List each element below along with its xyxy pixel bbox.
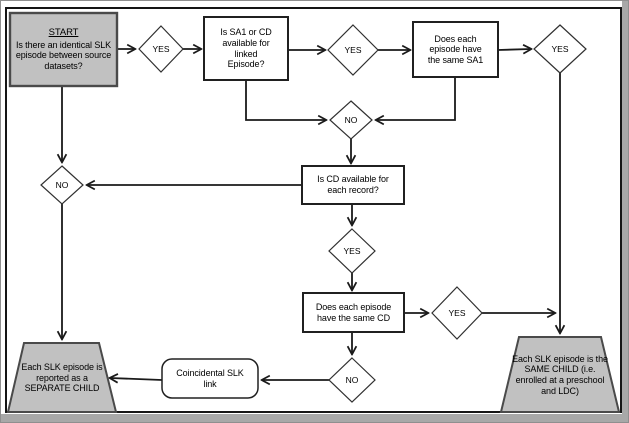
start-node-shape [8, 11, 119, 88]
no-mid-label: NO [344, 115, 358, 125]
yes5-label: YES [448, 308, 466, 318]
same-cd-text: Does each episode have the same CD [315, 301, 392, 323]
same-child-trapezoid [499, 336, 621, 413]
yes2-label: YES [344, 45, 362, 55]
coincidental-link-text: Coincidental SLK link [176, 367, 244, 389]
yes5-diamond [431, 286, 483, 340]
yes1-label: YES [152, 44, 170, 54]
cd-available-text: Is CD available for each record? [317, 174, 389, 195]
yes4-diamond [328, 228, 376, 274]
border-shadow-bottom [1, 414, 628, 422]
no-mid-diamond [329, 100, 373, 140]
yes4-label: YES [343, 246, 361, 256]
sa1-cd-available-shape [203, 16, 289, 81]
separate-child-trapezoid [6, 342, 118, 413]
no-bottom-diamond [328, 357, 376, 403]
yes3-label: YES [551, 44, 569, 54]
start-question: Is there an identical SLK episode betwee… [15, 39, 112, 71]
no-left-diamond [40, 165, 84, 205]
edge-samesa1-to-no-mid [376, 78, 456, 120]
edge-sa1cd-to-no-mid [245, 81, 326, 120]
yes2-diamond [327, 24, 379, 76]
start-title: START [48, 27, 79, 39]
separate-child-text: Each SLK episode is reported as a SEPARA… [21, 362, 103, 394]
border-shadow-right [622, 1, 628, 422]
start-node-text: START Is there an identical SLK episode … [12, 14, 115, 85]
flow-connectors [62, 49, 560, 380]
coincidental-link-shape [161, 358, 259, 399]
same-cd-shape [302, 292, 405, 333]
yes3-diamond [533, 24, 587, 74]
edge-samesa1-to-yes3 [497, 49, 531, 50]
no-left-label: NO [55, 180, 69, 190]
same-sa1-shape [412, 21, 499, 78]
no-bottom-label: NO [345, 375, 359, 385]
yes1-diamond [138, 25, 184, 73]
same-sa1-text: Does each episode have the same SA1 [427, 33, 484, 65]
flow-nodes [6, 11, 621, 413]
same-child-text: Each SLK episode is the SAME CHILD (i.e.… [512, 353, 608, 396]
edge-coincidental-to-separatechild [110, 378, 163, 380]
sa1-cd-available-text: Is SA1 or CD available for linked Episod… [220, 27, 272, 70]
cd-available-shape [301, 165, 405, 205]
diagram-frame-border [5, 7, 622, 413]
